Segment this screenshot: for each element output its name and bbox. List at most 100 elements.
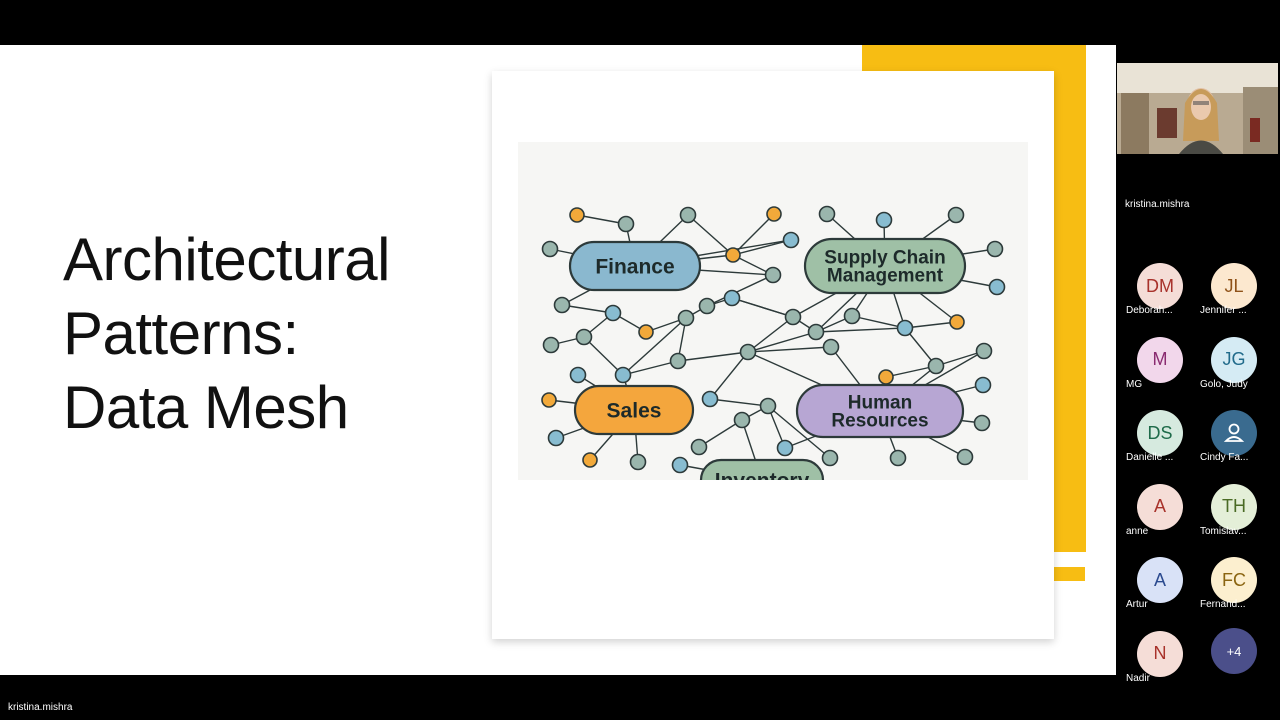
diagram-node bbox=[690, 438, 708, 456]
diagram-node bbox=[973, 414, 991, 432]
diagram-node bbox=[927, 357, 945, 375]
diagram-node bbox=[974, 376, 992, 394]
diagram-nodes bbox=[541, 205, 1006, 474]
slide-accent-mark bbox=[1052, 567, 1085, 581]
diagram-node bbox=[843, 307, 861, 325]
diagram-edge bbox=[815, 327, 906, 333]
diagram-edge bbox=[622, 317, 687, 376]
domain-label: Sales bbox=[607, 399, 662, 422]
diagram-node bbox=[764, 266, 782, 284]
diagram-edge bbox=[731, 297, 794, 318]
diagram-node bbox=[822, 338, 840, 356]
domain-node-sales: Sales bbox=[573, 384, 695, 436]
diagram-node bbox=[677, 309, 695, 327]
domain-label: Finance bbox=[595, 255, 674, 278]
diagram-edge bbox=[687, 214, 734, 256]
diagram-node bbox=[776, 439, 794, 457]
diagram-node bbox=[582, 452, 598, 468]
diagram-edge bbox=[747, 331, 817, 353]
domain-label: Inventory bbox=[715, 469, 810, 480]
diagram-node bbox=[975, 342, 993, 360]
diagram-node bbox=[875, 211, 893, 229]
diagram-edge bbox=[935, 350, 985, 367]
diagram-node bbox=[541, 392, 557, 408]
diagram-node bbox=[542, 336, 560, 354]
domain-label: Resources bbox=[831, 411, 928, 432]
diagram-node bbox=[575, 328, 593, 346]
diagram-edge bbox=[561, 304, 614, 314]
participant-name: Fernand... bbox=[1200, 599, 1246, 610]
presenter-video[interactable] bbox=[1117, 63, 1278, 154]
avatar: N bbox=[1137, 630, 1183, 677]
diagram-node bbox=[629, 453, 647, 471]
diagram-node bbox=[725, 247, 741, 263]
diagram-edge bbox=[851, 315, 906, 329]
avatar: TH bbox=[1211, 483, 1257, 530]
diagram-edge bbox=[622, 360, 679, 376]
diagram-edge bbox=[709, 398, 769, 407]
participant-name: MG bbox=[1126, 378, 1143, 390]
more-participants-button[interactable]: +4 bbox=[1211, 628, 1257, 674]
diagram-edge bbox=[706, 274, 774, 307]
diagram-edge bbox=[747, 346, 832, 353]
diagram-edge bbox=[709, 351, 749, 400]
participant-tile[interactable]: Cindy Fa... bbox=[1197, 410, 1267, 480]
diagram-edge bbox=[698, 419, 743, 448]
diagram-node bbox=[604, 304, 622, 322]
avatar: A bbox=[1137, 483, 1183, 530]
domain-label: Supply Chain bbox=[824, 248, 945, 269]
participant-name: Cindy Fa... bbox=[1200, 452, 1249, 463]
diagram-node bbox=[949, 314, 965, 330]
avatar: DS bbox=[1137, 410, 1183, 456]
diagram-edge bbox=[904, 321, 958, 329]
diagram-node bbox=[723, 289, 741, 307]
avatar: A bbox=[1137, 557, 1183, 603]
diagram-node bbox=[669, 352, 687, 370]
domain-label: Management bbox=[827, 266, 944, 287]
diagram-node bbox=[569, 366, 587, 384]
diagram-node bbox=[821, 449, 839, 467]
diagram-node bbox=[784, 308, 802, 326]
diagram-node bbox=[956, 448, 974, 466]
bottom-name-label: kristina.mishra bbox=[8, 702, 73, 713]
participant-name: Golo, Judy bbox=[1200, 378, 1248, 390]
diagram-edge bbox=[583, 336, 624, 376]
presenter-name: kristina.mishra bbox=[1125, 199, 1190, 210]
diagram-node bbox=[679, 206, 697, 224]
diagram-node bbox=[807, 323, 825, 341]
person-icon bbox=[1223, 423, 1245, 442]
participant-name: Jennifer ... bbox=[1200, 305, 1247, 316]
diagram-node bbox=[553, 296, 571, 314]
avatar: FC bbox=[1211, 557, 1257, 603]
domain-node-inventory: Inventory bbox=[699, 458, 825, 480]
diagram-edge bbox=[732, 239, 792, 256]
avatar: M bbox=[1137, 336, 1183, 383]
presenter-video-frame bbox=[1117, 63, 1278, 154]
diagram-edge bbox=[885, 365, 937, 378]
diagram-node bbox=[766, 206, 782, 222]
diagram-node bbox=[547, 429, 565, 447]
domain-label: Human bbox=[848, 393, 912, 414]
diagram-node bbox=[701, 390, 719, 408]
diagram-edge bbox=[677, 351, 749, 362]
diagram-node bbox=[878, 369, 894, 385]
avatar: DM bbox=[1137, 263, 1183, 309]
diagram-node bbox=[617, 215, 635, 233]
diagram-edge bbox=[767, 405, 831, 459]
diagram-node bbox=[889, 449, 907, 467]
participant-name: Artur bbox=[1126, 599, 1148, 610]
diagram-edge bbox=[747, 316, 794, 353]
